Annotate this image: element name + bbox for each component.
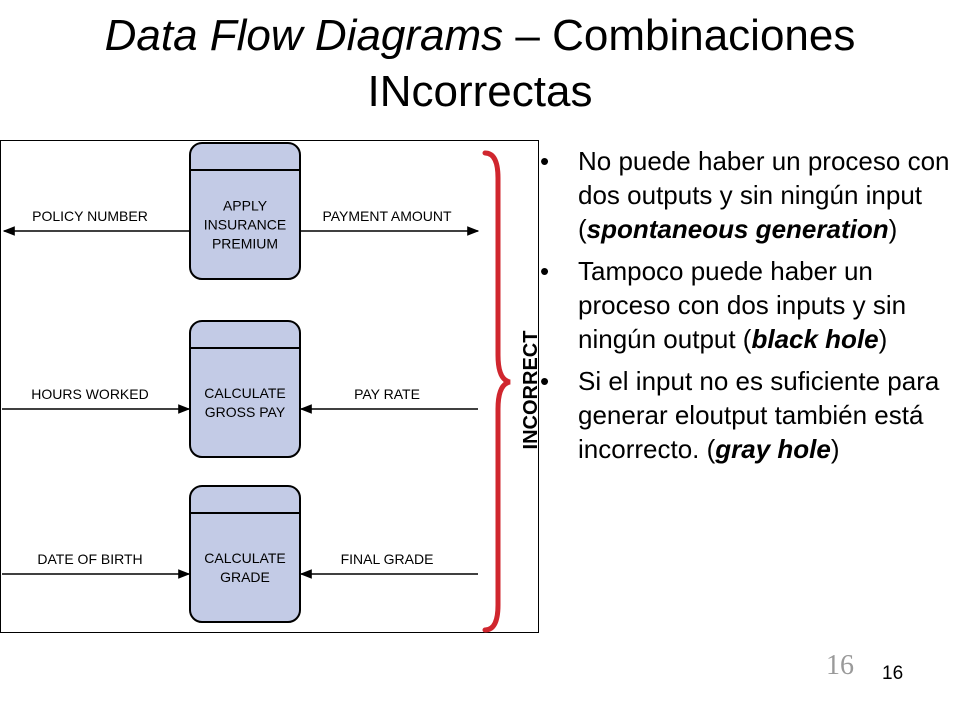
bullet-text: Tampoco puede haber un proceso con dos i… xyxy=(578,256,907,354)
bullet-text: black hole xyxy=(751,324,879,354)
bullet-text: spontaneous generation xyxy=(586,214,889,244)
page-number: 16 xyxy=(882,663,904,684)
flow-label-left: HOURS WORKED xyxy=(31,386,148,402)
process-2: CALCULATE GROSS PAY HOURS WORKED PAY RATE xyxy=(2,320,478,458)
bullet-text: No puede haber un proceso con dos output… xyxy=(578,146,950,244)
process-label: GRADE xyxy=(220,569,270,585)
bullet-list: No puede haber un proceso con dos output… xyxy=(538,144,958,474)
incorrect-brace xyxy=(482,150,511,633)
process-box xyxy=(189,142,301,280)
bullet-text: ) xyxy=(830,434,840,464)
bullet-item: Tampoco puede haber un proceso con dos i… xyxy=(538,254,958,356)
process-group: APPLY INSURANCE PREMIUM POLICY NUMBER PAYMEN… xyxy=(2,142,480,623)
page-number-serif: 16 xyxy=(826,650,854,681)
process-3: CALCULATE GRADE DATE OF BIRTH FINAL GRADE xyxy=(2,485,478,623)
process-label: CALCULATE xyxy=(204,550,285,566)
title-rest: – Combinaciones xyxy=(503,11,856,60)
flow-label-right: PAYMENT AMOUNT xyxy=(322,208,452,224)
bullet-text: Si el input no es suficiente para genera… xyxy=(578,366,940,464)
bullet-text: gray hole xyxy=(715,434,831,464)
process-box xyxy=(189,485,301,623)
dfd-diagram: APPLY INSURANCE PREMIUM POLICY NUMBER PAYMEN… xyxy=(0,140,540,633)
slide-title: Data Flow Diagrams – Combinaciones INcor… xyxy=(0,8,960,120)
bullet-item: No puede haber un proceso con dos output… xyxy=(538,144,958,246)
process-1: APPLY INSURANCE PREMIUM POLICY NUMBER PAYMEN… xyxy=(2,142,480,280)
flow-label-left: DATE OF BIRTH xyxy=(37,551,142,567)
title-italic: Data Flow Diagrams xyxy=(104,11,504,60)
process-label: GROSS PAY xyxy=(205,404,286,420)
process-label: PREMIUM xyxy=(212,236,278,252)
process-box xyxy=(189,320,301,458)
process-label: CALCULATE xyxy=(204,385,285,401)
flow-label-left: POLICY NUMBER xyxy=(32,208,148,224)
process-label: APPLY xyxy=(223,198,268,214)
bullet-text: ) xyxy=(888,214,898,244)
bullet-item: Si el input no es suficiente para genera… xyxy=(538,364,958,466)
title-line-2: INcorrectas xyxy=(367,67,593,116)
title-line-1: Data Flow Diagrams – Combinaciones xyxy=(0,8,960,64)
incorrect-label: INCORRECT xyxy=(520,331,540,450)
flow-label-right: FINAL GRADE xyxy=(341,551,434,567)
bullet-text: ) xyxy=(878,324,888,354)
process-label: INSURANCE xyxy=(204,217,286,233)
flow-label-right: PAY RATE xyxy=(354,386,420,402)
